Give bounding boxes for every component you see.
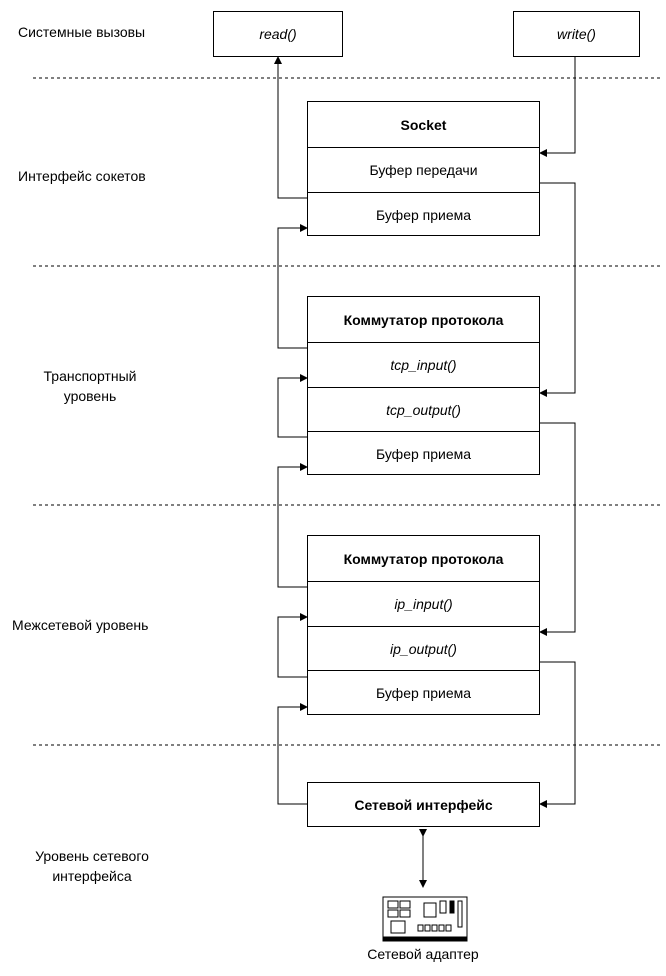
arrow-recv-to-read [274,56,307,199]
layer-label-network: Межсетевой уровень [12,617,149,633]
arrow-tcp-to-ip-output [539,422,576,636]
arrow-ip-loop [277,613,308,678]
network-interface-title: Сетевой интерфейс [354,796,493,813]
layer-label-transport: Транспортный уровень [43,368,137,404]
transport-switch: Коммутатор протокола [343,311,504,328]
layer-label-syscalls: Системные вызовы [18,24,146,40]
arrow-tcp-loop [277,374,308,438]
network-adapter-label: Сетевой адаптер [367,946,479,962]
socket-box: Socket Буфер передачи Буфер приема [307,101,540,236]
arrow-netif-to-ip-recv [277,703,308,805]
network-card-icon [382,896,468,942]
arrow-write-to-send-buffer [539,57,576,157]
socket-send-buffer[interactable]: Буфер передачи [308,147,539,192]
tcp-output[interactable]: tcp_output() [308,387,539,431]
arrow-switch-to-socket-recv [277,224,308,349]
network-box: Коммутатор протокола ip_input() ip_outpu… [307,535,540,715]
tcp-input[interactable]: tcp_input() [308,342,539,387]
ip-output[interactable]: ip_output() [308,626,539,670]
transport-recv-buffer[interactable]: Буфер приема [308,431,539,475]
arrow-send-to-tcp-output [539,182,576,397]
arrow-ip-switch-to-tcp-recv [277,463,308,588]
layer-label-link: Уровень сетевого интерфейса [35,848,149,884]
socket-title: Socket [400,116,447,133]
network-interface-box: Сетевой интерфейс [307,782,540,827]
network-recv-buffer[interactable]: Буфер приема [308,670,539,715]
read-call-box[interactable]: read() [213,11,343,57]
transport-box: Коммутатор протокола tcp_input() tcp_out… [307,296,540,475]
socket-recv-buffer[interactable]: Буфер приема [308,192,539,236]
network-switch: Коммутатор протокола [343,550,504,567]
write-call-box[interactable]: write() [513,11,640,57]
ip-input[interactable]: ip_input() [308,581,539,626]
layer-label-socket-interface: Интерфейс сокетов [18,168,146,184]
arrow-ip-to-netif [539,661,576,808]
